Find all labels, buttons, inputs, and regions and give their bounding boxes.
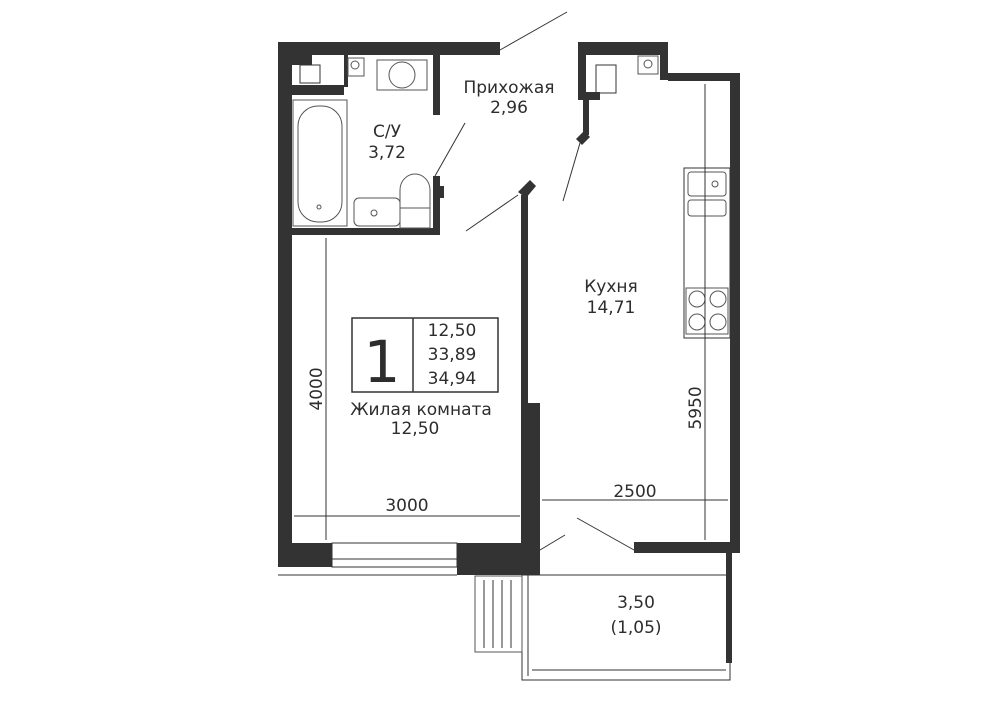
bathtub-inner bbox=[297, 105, 343, 223]
kitchen-name: Кухня bbox=[584, 277, 638, 297]
dimension-lines bbox=[294, 84, 728, 540]
summary-total-area: 33,89 bbox=[428, 345, 477, 365]
hallway-area: 2,96 bbox=[490, 98, 528, 118]
toilet bbox=[399, 173, 431, 209]
door-swings bbox=[434, 11, 635, 551]
hallway-name: Прихожая bbox=[463, 78, 554, 98]
balcony-area: 3,50 bbox=[617, 593, 655, 613]
dim-kitchen-length: 5950 bbox=[686, 386, 706, 429]
summary-total-with-balcony: 34,94 bbox=[428, 369, 477, 389]
summary-box: 1 12,50 33,89 34,94 bbox=[351, 317, 499, 396]
kitchen-sink bbox=[687, 171, 727, 197]
balcony-reduced-area: (1,05) bbox=[610, 618, 661, 638]
living-name: Жилая комната bbox=[350, 400, 492, 420]
kitchen-area: 14,71 bbox=[587, 298, 636, 318]
balcony bbox=[474, 574, 731, 681]
dim-living-height: 4000 bbox=[307, 367, 327, 410]
walls bbox=[278, 42, 740, 663]
summary-living-area: 12,50 bbox=[428, 321, 477, 341]
living-area: 12,50 bbox=[391, 419, 440, 439]
kitchen-counter bbox=[683, 167, 731, 339]
dim-living-width: 3000 bbox=[385, 496, 428, 516]
dim-kitchen-width: 2500 bbox=[613, 482, 656, 502]
windows bbox=[278, 64, 617, 576]
radiator-grill bbox=[474, 575, 523, 653]
rooms-count: 1 bbox=[364, 328, 401, 396]
bathroom-fixtures bbox=[292, 55, 659, 229]
bathroom-area: 3,72 bbox=[368, 143, 406, 163]
bathroom-name: С/У bbox=[373, 122, 402, 142]
